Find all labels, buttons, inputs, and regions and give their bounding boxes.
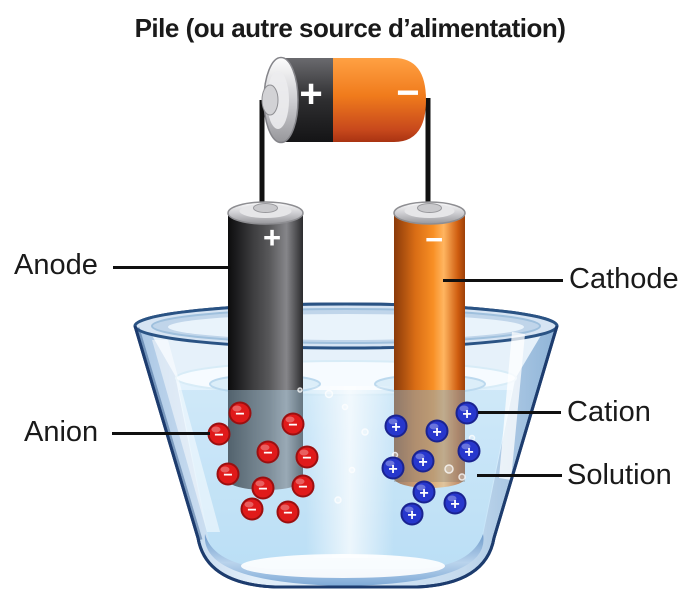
svg-text:+: +: [388, 461, 397, 478]
label-cation: Cation: [567, 396, 651, 428]
svg-text:−: −: [235, 406, 244, 423]
svg-text:+: +: [450, 496, 459, 513]
cation-particle: +: [412, 480, 436, 504]
beaker-opening: [168, 314, 524, 340]
svg-text:−: −: [283, 505, 292, 522]
svg-text:+: +: [419, 485, 428, 502]
anion-particle: −: [276, 500, 300, 524]
svg-text:+: +: [432, 424, 441, 441]
cation-particle: +: [425, 419, 449, 443]
cation-particle: +: [400, 502, 424, 526]
beaker-base: [133, 325, 559, 589]
svg-text:+: +: [464, 444, 473, 461]
glass-highlight-right: [499, 332, 525, 480]
svg-text:−: −: [214, 427, 223, 444]
svg-text:+: +: [391, 419, 400, 436]
anion-particle: −: [207, 422, 231, 446]
cation-particle: +: [411, 449, 435, 473]
svg-text:−: −: [258, 481, 267, 498]
cation-pointer-line: [478, 411, 561, 414]
svg-text:−: −: [263, 445, 272, 462]
base-highlight: [241, 554, 445, 578]
cathode-minus-sign: −: [425, 222, 443, 257]
label-cathode: Cathode: [569, 263, 679, 295]
ion-layer: −−−−−−−−−−+++++++++: [207, 401, 481, 526]
svg-text:+: +: [407, 507, 416, 524]
cathode-pointer-line: [443, 279, 563, 282]
label-anode: Anode: [14, 249, 98, 281]
battery-minus-sign: −: [396, 71, 419, 115]
cation-particle: +: [381, 456, 405, 480]
svg-text:−: −: [223, 467, 232, 484]
cation-particle: +: [457, 439, 481, 463]
svg-text:−: −: [247, 502, 256, 519]
anode-electrode: +: [227, 201, 304, 490]
anion-pointer-line: [112, 432, 210, 435]
anion-particle: −: [281, 412, 305, 436]
label-solution: Solution: [567, 459, 672, 491]
diagram-title: Pile (ou autre source d’alimentation): [134, 13, 566, 43]
svg-text:−: −: [288, 417, 297, 434]
svg-text:−: −: [298, 479, 307, 496]
anode-cap-nub: [253, 203, 278, 213]
cation-particle: +: [443, 491, 467, 515]
beaker-outline: [133, 325, 559, 589]
anion-particle: −: [240, 497, 264, 521]
label-anion: Anion: [24, 416, 99, 448]
anion-particle: −: [256, 440, 280, 464]
battery-terminal-nub: [261, 84, 279, 116]
glass-highlight-left: [152, 340, 220, 532]
battery-plus-sign: +: [299, 72, 322, 116]
anion-particle: −: [291, 474, 315, 498]
anion-particle: −: [228, 401, 252, 425]
anode-pointer-line: [113, 266, 231, 269]
solution-pointer-line: [477, 474, 562, 477]
svg-text:+: +: [462, 406, 471, 423]
svg-text:+: +: [418, 454, 427, 471]
anion-particle: −: [295, 445, 319, 469]
anion-particle: −: [216, 462, 240, 486]
cathode-cap-nub: [417, 203, 442, 213]
anion-particle: −: [251, 476, 275, 500]
battery: + −: [261, 56, 426, 144]
anode-plus-sign: +: [263, 220, 281, 255]
svg-text:−: −: [302, 450, 311, 467]
anode-body: [228, 212, 303, 480]
cation-particle: +: [455, 401, 479, 425]
cation-particle: +: [384, 414, 408, 438]
